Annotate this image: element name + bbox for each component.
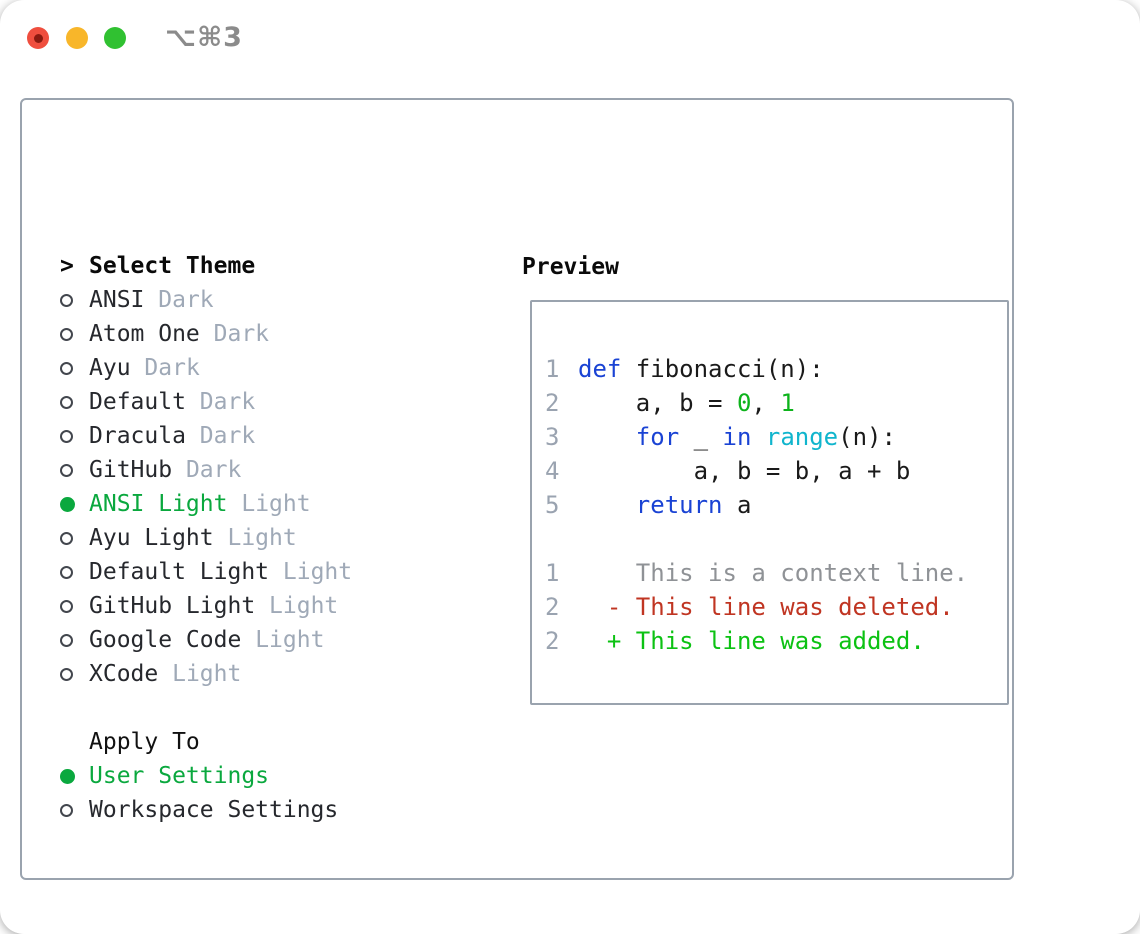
radio-unselected-icon: [60, 667, 73, 681]
apply-to-option[interactable]: User Settings: [60, 759, 448, 793]
line-number: 2: [545, 627, 560, 655]
theme-option[interactable]: Atom One Dark: [60, 317, 448, 351]
theme-option[interactable]: ANSI Light Light: [60, 487, 448, 521]
radio-unselected-icon: [60, 531, 73, 545]
apply-to-header: Apply To: [60, 725, 448, 759]
line-number: 2: [545, 593, 560, 621]
radio-unselected-icon: [60, 803, 73, 817]
code-line: 2 a, b = 0, 1: [545, 386, 968, 420]
window-title: ⌥⌘3: [165, 22, 243, 53]
theme-option-label: Atom One Dark: [89, 321, 270, 347]
select-theme-label: Select Theme: [89, 253, 256, 279]
code-line: 4 a, b = b, a + b: [545, 454, 968, 488]
theme-option-label: Default Light Light: [89, 559, 353, 585]
theme-option[interactable]: ANSI Dark: [60, 283, 448, 317]
theme-option[interactable]: Dracula Dark: [60, 419, 448, 453]
minimize-button[interactable]: [66, 27, 88, 49]
theme-option-label: GitHub Dark: [89, 457, 242, 483]
radio-unselected-icon: [60, 429, 73, 443]
theme-option-label: GitHub Light Light: [89, 593, 339, 619]
theme-option-label: Dracula Dark: [89, 423, 256, 449]
maximize-button[interactable]: [104, 27, 126, 49]
theme-option[interactable]: Default Light Light: [60, 555, 448, 589]
theme-option[interactable]: Ayu Dark: [60, 351, 448, 385]
apply-to-option-label: User Settings: [89, 763, 270, 789]
line-number: 2: [545, 389, 560, 417]
code-line: 5 return a: [545, 488, 968, 522]
theme-option[interactable]: Default Dark: [60, 385, 448, 419]
apply-to-option[interactable]: Workspace Settings: [60, 793, 448, 827]
theme-option-label: XCode Light: [89, 661, 242, 687]
apply-to-label: Apply To: [89, 729, 200, 755]
theme-option-label: Ayu Light Light: [89, 525, 297, 551]
theme-option[interactable]: GitHub Light Light: [60, 589, 448, 623]
radio-unselected-icon: [60, 633, 73, 647]
code-line: [545, 522, 968, 556]
line-number: 3: [545, 423, 560, 451]
apply-to-option-label: Workspace Settings: [89, 797, 339, 823]
theme-option-label: Ayu Dark: [89, 355, 200, 381]
radio-unselected-icon: [60, 463, 73, 477]
line-number: 1: [545, 355, 560, 383]
line-number: 5: [545, 491, 560, 519]
spacer: [60, 691, 448, 725]
close-dot-icon: [33, 33, 43, 43]
select-theme-header: > Select Theme: [60, 249, 448, 283]
radio-unselected-icon: [60, 293, 73, 307]
theme-option[interactable]: Ayu Light Light: [60, 521, 448, 555]
radio-selected-icon: [60, 496, 75, 512]
theme-option-label: Google Code Light: [89, 627, 325, 653]
radio-unselected-icon: [60, 327, 73, 341]
code-line: 2 - This line was deleted.: [545, 590, 968, 624]
radio-selected-icon: [60, 768, 75, 784]
theme-option[interactable]: XCode Light: [60, 657, 448, 691]
line-number: 4: [545, 457, 560, 485]
theme-option-label: Default Dark: [89, 389, 256, 415]
code-line: 2 + This line was added.: [545, 624, 968, 658]
selection-arrow-icon: >: [60, 253, 74, 279]
line-number: 1: [545, 559, 560, 587]
help-line-1: (Use Enter to select, Tab to: [60, 929, 448, 934]
theme-option[interactable]: Google Code Light: [60, 623, 448, 657]
spacer: [60, 827, 448, 861]
preview-label: Preview: [522, 254, 619, 280]
help-text: (Use Enter to select, Tab to change focu…: [60, 861, 448, 934]
theme-option-label: ANSI Light Light: [89, 491, 311, 517]
radio-unselected-icon: [60, 395, 73, 409]
close-button[interactable]: [27, 27, 49, 49]
theme-option-label: ANSI Dark: [89, 287, 214, 313]
radio-unselected-icon: [60, 599, 73, 613]
code-line: 3 for _ in range(n):: [545, 420, 968, 454]
radio-unselected-icon: [60, 361, 73, 375]
theme-option[interactable]: GitHub Dark: [60, 453, 448, 487]
radio-unselected-icon: [60, 565, 73, 579]
code-line: 1 This is a context line.: [545, 556, 968, 590]
